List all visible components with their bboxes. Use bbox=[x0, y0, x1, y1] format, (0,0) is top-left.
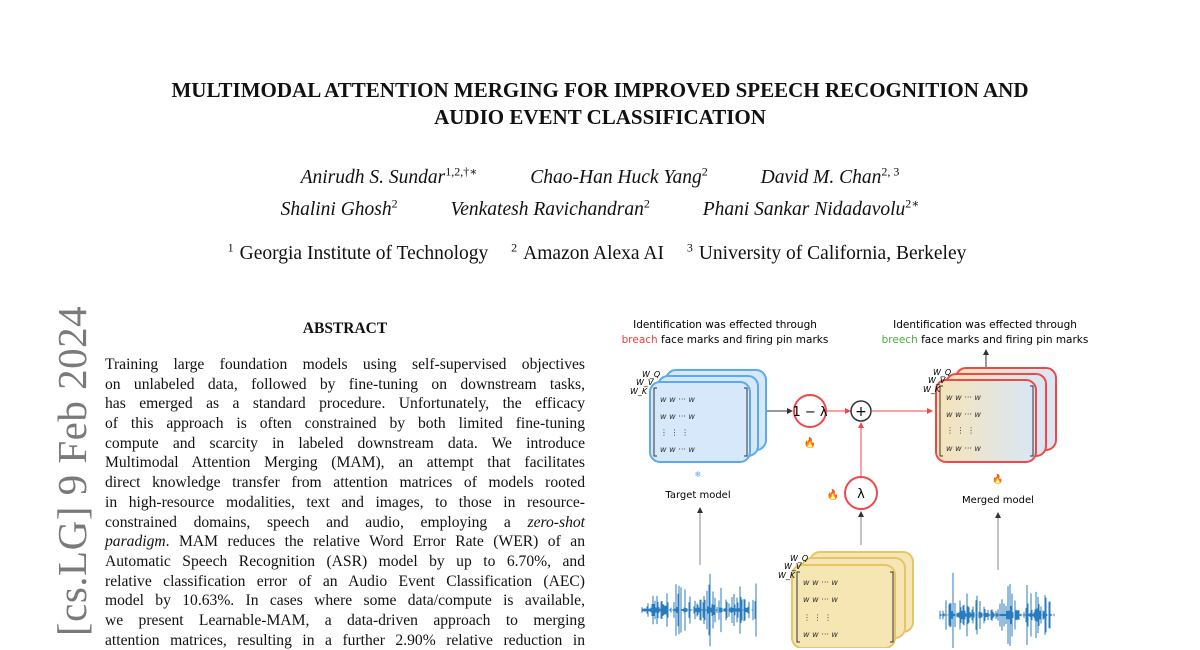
svg-text:W_V: W_V bbox=[928, 376, 946, 385]
author-list: Anirudh S. Sundar1,2,†∗ Chao-Han Huck Ya… bbox=[0, 158, 1200, 223]
trainable-fire-icon: 🔥 bbox=[827, 488, 839, 501]
abstract-line: compute and scarcity in labeled downstre… bbox=[105, 434, 585, 452]
svg-text:⋮ ⋮ ⋮: ⋮ ⋮ ⋮ bbox=[660, 428, 689, 437]
abstract-line: of this approach is often constrained by… bbox=[105, 415, 585, 433]
abstract-line: we present Learnable-MAM, a data-driven … bbox=[105, 611, 585, 629]
author: Phani Sankar Nidadavolu2∗ bbox=[702, 196, 920, 221]
frozen-icon: ❄ bbox=[695, 470, 702, 479]
abstract-line: attention matrices, resulting in a furth… bbox=[105, 631, 585, 649]
svg-text:W_Q: W_Q bbox=[642, 370, 660, 379]
abstract-line: relative classification error of an Audi… bbox=[105, 572, 585, 590]
svg-text:⋮ ⋮ ⋮: ⋮ ⋮ ⋮ bbox=[803, 613, 832, 622]
svg-text:W_Q: W_Q bbox=[790, 554, 808, 563]
svg-text:w w ··· w: w w ··· w bbox=[803, 630, 838, 639]
plus-label: + bbox=[855, 404, 867, 420]
svg-text:W_K: W_K bbox=[923, 385, 941, 394]
svg-text:W_V: W_V bbox=[784, 562, 802, 571]
abstract-line: constrained domains, speech and audio, e… bbox=[105, 513, 585, 531]
arxiv-stamp: [cs.LG] 9 Feb 2024 bbox=[49, 305, 95, 636]
svg-text:W_K: W_K bbox=[630, 387, 648, 396]
abstract-line: has emerged as a standard procedure. Unf… bbox=[105, 395, 585, 413]
input-audio-waveform-merged bbox=[939, 572, 1055, 648]
svg-text:w w ··· w: w w ··· w bbox=[803, 595, 838, 604]
svg-text:w w ··· w: w w ··· w bbox=[660, 445, 695, 454]
svg-text:⋮ ⋮ ⋮: ⋮ ⋮ ⋮ bbox=[946, 426, 975, 435]
abstract-line: on unlabeled data, followed by fine-tuni… bbox=[105, 375, 585, 393]
target-model-matrices: w w ··· w w w ··· w ⋮ ⋮ ⋮ w w ··· w W_Q … bbox=[630, 369, 767, 463]
one-minus-lambda-label: 1 − λ bbox=[792, 405, 827, 420]
abstract-line: paradigm. MAM reduces the relative Word … bbox=[105, 533, 585, 551]
right-caption: Identification was effected through bbox=[893, 319, 1077, 331]
merged-model-label: Merged model bbox=[962, 495, 1034, 506]
svg-text:W_K: W_K bbox=[778, 571, 796, 580]
svg-text:w w ··· w: w w ··· w bbox=[946, 393, 981, 402]
svg-text:w w ··· w: w w ··· w bbox=[660, 395, 695, 404]
author: Shalini Ghosh2 bbox=[280, 196, 398, 221]
abstract-line: Automatic Speech Recognition (ASR) model… bbox=[105, 552, 585, 570]
left-caption-2: breach face marks and firing pin marks bbox=[622, 334, 829, 346]
author: David M. Chan2, 3 bbox=[760, 164, 900, 188]
waveform-path bbox=[939, 572, 1055, 648]
right-caption-2: breech face marks and firing pin marks bbox=[882, 334, 1089, 346]
svg-text:w w ··· w: w w ··· w bbox=[803, 578, 838, 587]
trainable-fire-icon: 🔥 bbox=[804, 436, 816, 449]
title-line-2: AUDIO EVENT CLASSIFICATION bbox=[434, 105, 766, 129]
target-model-label: Target model bbox=[664, 490, 730, 501]
waveform-path bbox=[641, 573, 757, 647]
abstract-line: direct knowledge transfer from attention… bbox=[105, 474, 585, 492]
lambda-node bbox=[844, 476, 878, 510]
trainable-fire-icon: 🔥 bbox=[992, 473, 1003, 485]
abstract-heading: ABSTRACT bbox=[302, 320, 388, 337]
author: Anirudh S. Sundar1,2,†∗ bbox=[300, 164, 478, 188]
paper-title: MULTIMODAL ATTENTION MERGING FOR IMPROVE… bbox=[0, 77, 1200, 131]
source-model-matrices: w w ··· w w w ··· w ⋮ ⋮ ⋮ w w ··· w W_Q … bbox=[778, 551, 914, 648]
abstract-line: model by 10.63%. In cases where some dat… bbox=[105, 592, 585, 610]
input-audio-waveform bbox=[641, 573, 757, 647]
left-caption: Identification was effected through bbox=[633, 319, 817, 331]
abstract-line: Training large foundation models using s… bbox=[105, 356, 585, 373]
svg-text:w w ··· w: w w ··· w bbox=[946, 444, 981, 453]
svg-text:W_Q: W_Q bbox=[933, 368, 951, 377]
svg-text:w w ··· w: w w ··· w bbox=[946, 410, 981, 419]
lambda-label: λ bbox=[857, 487, 865, 502]
abstract-body: Training large foundation models using s… bbox=[105, 355, 585, 650]
author: Venkatesh Ravichandran2 bbox=[450, 196, 650, 221]
merged-model-matrices: w w ··· w w w ··· w ⋮ ⋮ ⋮ w w ··· w W_Q … bbox=[923, 367, 1057, 463]
svg-text:W_V: W_V bbox=[636, 378, 654, 387]
title-line-1: MULTIMODAL ATTENTION MERGING FOR IMPROVE… bbox=[171, 78, 1029, 102]
svg-text:w w ··· w: w w ··· w bbox=[660, 412, 695, 421]
method-figure: Identification was effected through brea… bbox=[622, 319, 1089, 648]
author: Chao-Han Huck Yang2 bbox=[530, 164, 708, 188]
abstract-line: Multimodal Attention Merging (MAM), an a… bbox=[105, 454, 585, 472]
abstract-line: in high-resource modalities, text and im… bbox=[105, 493, 585, 511]
